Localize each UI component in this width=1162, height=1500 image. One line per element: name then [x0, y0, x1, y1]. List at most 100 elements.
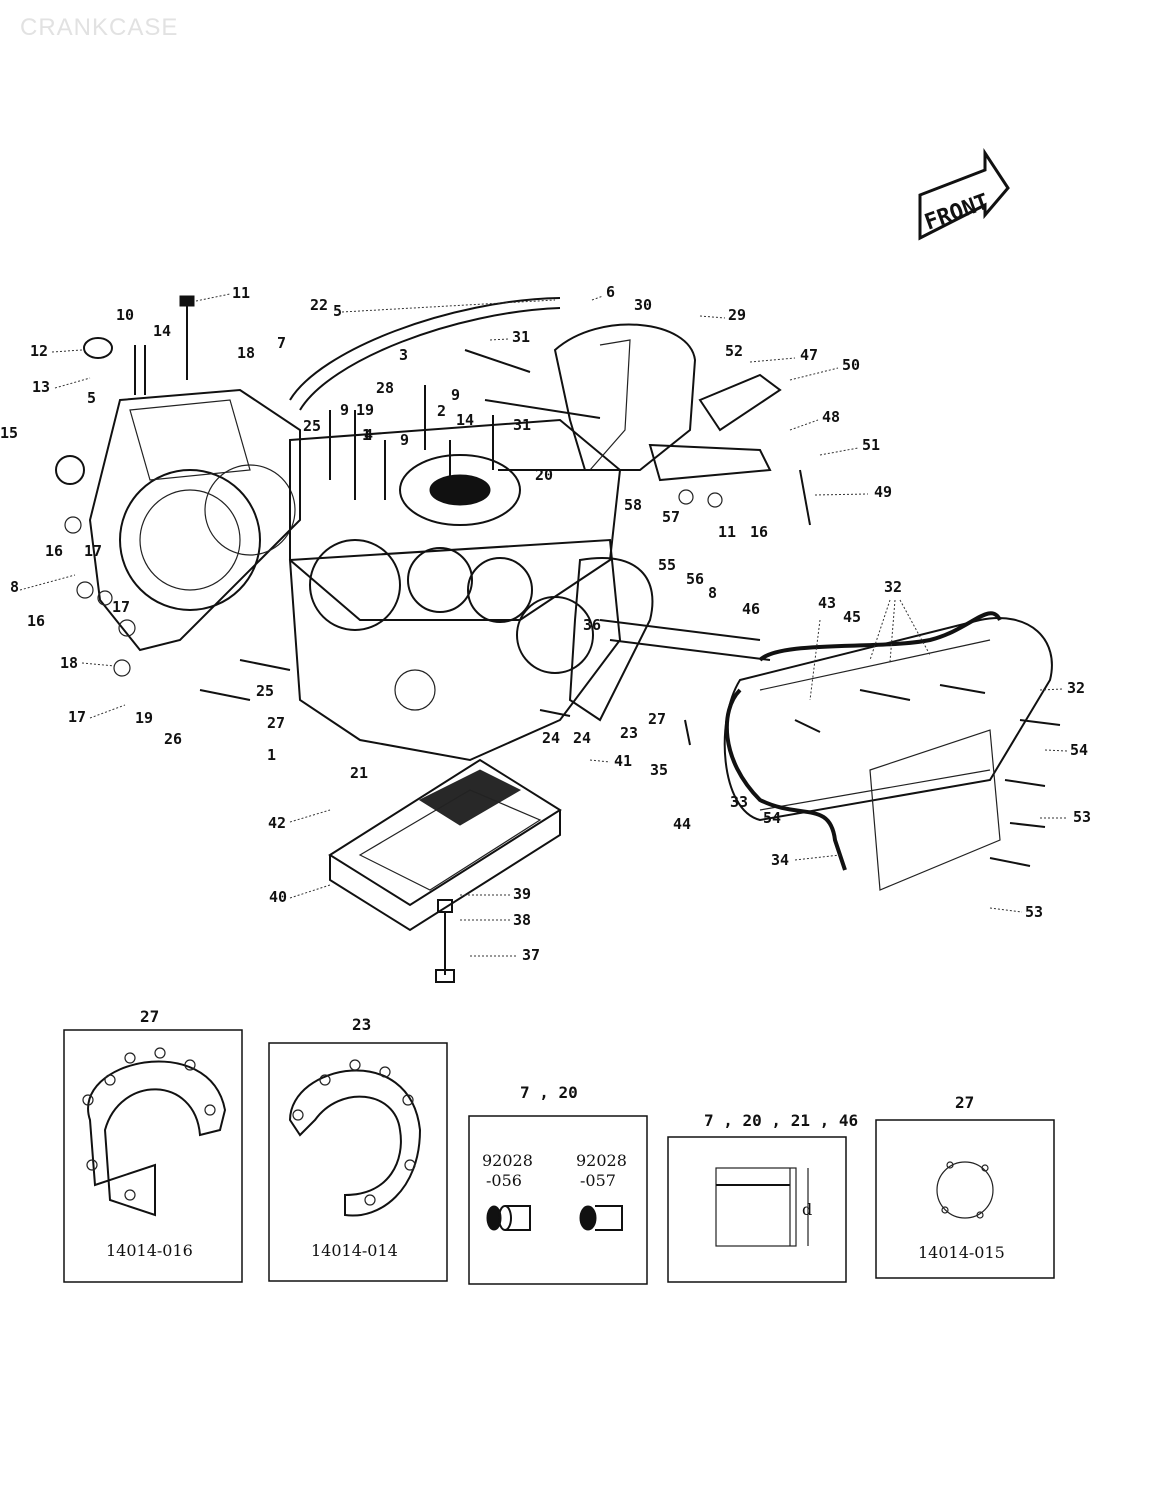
- callout: 9: [340, 401, 349, 419]
- callout: 19: [135, 709, 153, 727]
- part-number-label: -057: [580, 1171, 616, 1190]
- callout: 53: [1073, 808, 1091, 826]
- callout: 33: [730, 793, 748, 811]
- callout: 14: [153, 322, 171, 340]
- callout: 24: [542, 729, 560, 747]
- callout: 10: [116, 306, 134, 324]
- callout: 54: [763, 809, 781, 827]
- inset-title: 27: [955, 1093, 974, 1112]
- callout: 39: [513, 885, 531, 903]
- callout: 37: [522, 946, 540, 964]
- callout: 11: [718, 523, 736, 541]
- callout: 2: [437, 402, 446, 420]
- callout: 22: [310, 296, 328, 314]
- callout: 35: [650, 761, 668, 779]
- callout: 56: [686, 570, 704, 588]
- callout: 44: [673, 815, 691, 833]
- callout: 43: [818, 594, 836, 612]
- dimension-label: d: [802, 1200, 812, 1219]
- callout: 18: [60, 654, 78, 672]
- callout: 41: [614, 752, 632, 770]
- callout: 4: [364, 426, 373, 444]
- part-number-label: 92028: [576, 1151, 627, 1170]
- callout: 52: [725, 342, 743, 360]
- callout: 15: [0, 424, 18, 442]
- callout: 25: [256, 682, 274, 700]
- callout: 55: [658, 556, 676, 574]
- callout: 16: [27, 612, 45, 630]
- callout: 40: [269, 888, 287, 906]
- callout: 17: [68, 708, 86, 726]
- callout: 13: [32, 378, 50, 396]
- callout: 20: [535, 466, 553, 484]
- callout: 18: [237, 344, 255, 362]
- callout: 19: [356, 401, 374, 419]
- callout: 38: [513, 911, 531, 929]
- callout: 36: [583, 616, 601, 634]
- callout: 6: [606, 283, 615, 301]
- callout: 57: [662, 508, 680, 526]
- callout: 26: [164, 730, 182, 748]
- callout: 50: [842, 356, 860, 374]
- callouts: 11 10 14 22 5 6 30 29 31 12 13 5 18 7 3 …: [0, 283, 1091, 964]
- callout: 5: [87, 389, 96, 407]
- inset-title: 7 , 20: [520, 1083, 578, 1102]
- part-number-label: -056: [486, 1171, 522, 1190]
- callout: 28: [376, 379, 394, 397]
- callout: 53: [1025, 903, 1043, 921]
- callout: 9: [400, 431, 409, 449]
- callout: 11: [232, 284, 250, 302]
- leader-lines: [19, 293, 1068, 957]
- front-arrow-sign: FRONT: [918, 147, 1010, 241]
- part-number: 14014-014: [311, 1241, 398, 1260]
- callout: 45: [843, 608, 861, 626]
- callout: 32: [1067, 679, 1085, 697]
- callout: 8: [708, 584, 717, 602]
- callout: 7: [277, 334, 286, 352]
- callout: 34: [771, 851, 789, 869]
- callout: 48: [822, 408, 840, 426]
- callout: 23: [620, 724, 638, 742]
- inset-title: 7 , 20 , 21 , 46: [704, 1111, 858, 1130]
- callout: 16: [45, 542, 63, 560]
- callout: 47: [800, 346, 818, 364]
- callout: 21: [350, 764, 368, 782]
- callout: 31: [513, 416, 531, 434]
- callout: 54: [1070, 741, 1088, 759]
- part-number-label: 92028: [482, 1151, 533, 1170]
- callout: 1: [267, 746, 276, 764]
- callout: 1: [362, 426, 371, 444]
- callout: 5: [333, 302, 342, 320]
- inset-gasket-23: 23 14014-014: [268, 1015, 448, 1282]
- callout: 51: [862, 436, 880, 454]
- callout: 8: [10, 578, 19, 596]
- callout: 31: [512, 328, 530, 346]
- callout: 16: [750, 523, 768, 541]
- callout: 32: [884, 578, 902, 596]
- inset-bushings-7-20: 7 , 20 92028 -056 92028 -057: [468, 1083, 648, 1285]
- inset-bushing-dimension: 7 , 20 , 21 , 46 d: [667, 1111, 858, 1283]
- page-title-watermark: CRANKCASE: [20, 14, 179, 41]
- inset-gasket-27-b: 27 14014-015: [875, 1093, 1055, 1279]
- crankcase-assembly: [55, 295, 1061, 983]
- inset-title: 23: [352, 1015, 371, 1034]
- part-number: 14014-016: [106, 1241, 193, 1260]
- callout: 49: [874, 483, 892, 501]
- callout: 29: [728, 306, 746, 324]
- callout: 3: [399, 346, 408, 364]
- callout: 17: [84, 542, 102, 560]
- callout: 9: [451, 386, 460, 404]
- callout: 14: [456, 411, 474, 429]
- callout: 58: [624, 496, 642, 514]
- callout: 25: [303, 417, 321, 435]
- inset-gasket-27-a: 27 14014-016: [63, 1007, 243, 1283]
- part-number: 14014-015: [918, 1243, 1005, 1262]
- callout: 42: [268, 814, 286, 832]
- callout: 24: [573, 729, 591, 747]
- callout: 12: [30, 342, 48, 360]
- callout: 30: [634, 296, 652, 314]
- callout: 27: [648, 710, 666, 728]
- inset-title: 27: [140, 1007, 159, 1026]
- callout: 46: [742, 600, 760, 618]
